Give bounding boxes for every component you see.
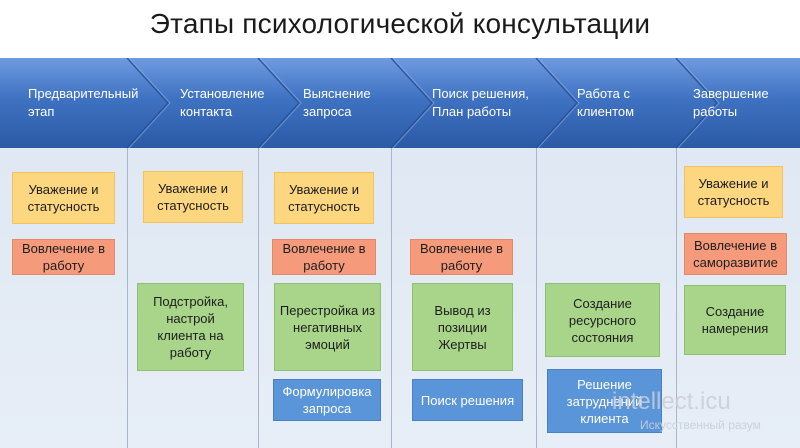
stage-label-line1: Выяснение (303, 86, 371, 101)
request-formulation-box: Формулировка запроса (273, 379, 381, 421)
stage-contact: Установление контакта (180, 85, 264, 121)
victim-exit-box: Вывод из позиции Жертвы (412, 283, 513, 371)
engagement-box: Вовлечение в работу (272, 239, 376, 275)
engagement-box: Вовлечение в работу (12, 239, 115, 275)
column-divider (391, 148, 392, 448)
stage-label-line1: Поиск решения, (432, 86, 529, 101)
respect-status-box: Уважение и статусность (684, 166, 783, 218)
stage-label-line1: Работа с (577, 86, 631, 101)
chevron-divider-1 (126, 58, 170, 148)
page-title: Этапы психологической консультации (149, 8, 651, 39)
resource-state-box: Создание ресурсного состояния (545, 283, 660, 357)
column-divider (127, 148, 128, 448)
stage-label-line2: этап (28, 104, 55, 119)
stage-label-line2: запроса (303, 104, 352, 119)
respect-status-box: Уважение и статусность (12, 172, 115, 224)
column-divider (676, 148, 677, 448)
respect-status-box: Уважение и статусность (143, 171, 243, 223)
chevron-divider-3 (390, 58, 434, 148)
solution-search-box: Поиск решения (412, 379, 523, 421)
banner-background (0, 58, 800, 148)
emotion-restructuring-box: Перестройка из негативных эмоций (274, 283, 381, 371)
stages-arrow-band (0, 58, 800, 148)
watermark-caption: Искусственный разум (640, 418, 761, 432)
column-divider (536, 148, 537, 448)
stage-completion: Завершение работы (693, 85, 769, 121)
stage-preliminary: Предварительный этап (28, 85, 138, 121)
stage-label-line1: Завершение (693, 86, 769, 101)
stage-label-line2: План работы (432, 104, 512, 119)
stage-request: Выяснение запроса (303, 85, 371, 121)
stage-solution-search: Поиск решения, План работы (432, 85, 529, 121)
stage-label-line1: Предварительный (28, 86, 139, 101)
stage-client-work: Работа с клиентом (577, 85, 634, 121)
engagement-box: Вовлечение в работу (410, 239, 513, 275)
stages-banner (0, 58, 800, 148)
chevron-divider-2 (257, 58, 301, 148)
self-development-box: Вовлечение в саморазвитие (684, 233, 787, 275)
respect-status-box: Уважение и статусность (274, 172, 374, 224)
stage-label-line2: контакта (180, 104, 233, 119)
chevron-divider-5 (675, 58, 719, 148)
difficulty-resolution-box: Решение затруднений клиента (547, 369, 662, 433)
chevron-divider-4 (535, 58, 579, 148)
watermark-logo: intellect.icu (612, 388, 731, 415)
stage-label-line2: клиентом (577, 104, 635, 119)
stage-label-line2: работы (693, 104, 738, 119)
column-divider (258, 148, 259, 448)
intention-box: Создание намерения (684, 285, 786, 355)
stage-label-line1: Установление (180, 86, 265, 101)
attunement-box: Подстройка, настрой клиента на работу (137, 283, 244, 371)
stages-body (0, 148, 800, 448)
